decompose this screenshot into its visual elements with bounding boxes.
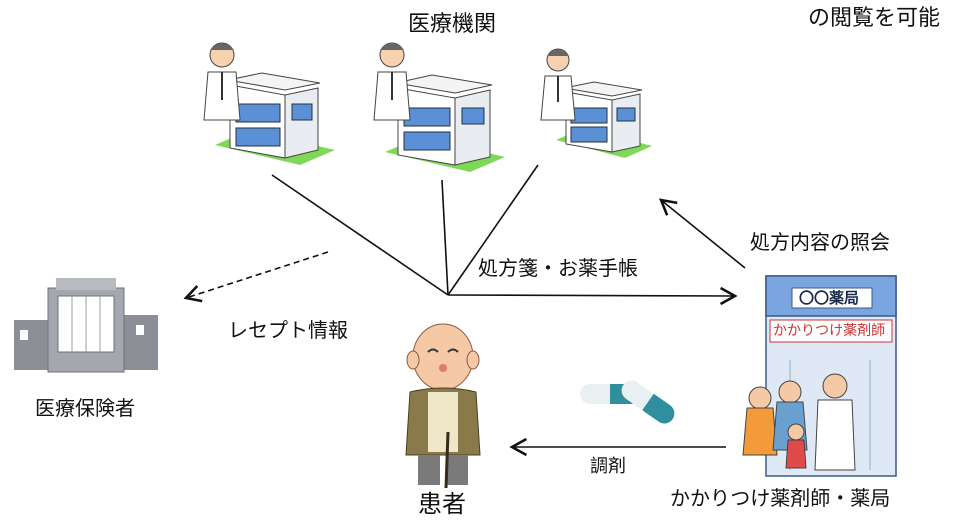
medical-institutions-label: 医療機関 bbox=[408, 12, 497, 37]
title-fragment: の閲覧を可能 bbox=[808, 6, 941, 31]
clinic-building-1 bbox=[215, 72, 335, 165]
pharmacy-sign: 〇〇薬局 bbox=[799, 289, 860, 307]
prescription-arrow bbox=[447, 286, 738, 306]
insurer-label: 医療保険者 bbox=[35, 396, 135, 420]
inquiry-arrow bbox=[658, 198, 746, 269]
pharmacy-building-icon bbox=[765, 275, 897, 477]
pharmacist-icon bbox=[814, 373, 856, 471]
inquiry-label: 処方内容の照会 bbox=[750, 230, 890, 254]
doctor-icon-1 bbox=[203, 42, 241, 121]
clinic-building-2 bbox=[385, 74, 505, 172]
elderly-patient-icon bbox=[405, 323, 481, 489]
dispensing-label: 調剤 bbox=[590, 456, 626, 477]
pharmacy-banner: かかりつけ薬剤師 bbox=[773, 323, 886, 339]
doctor-icon-2 bbox=[373, 42, 411, 121]
capsule-icon bbox=[580, 380, 675, 424]
clinic-building-3 bbox=[556, 81, 652, 158]
pharmacy-caption: かかりつけ薬剤師・薬局 bbox=[670, 486, 891, 510]
clinic1-line bbox=[271, 174, 449, 296]
insurer-building-icon bbox=[14, 278, 158, 373]
receipt-label: レセプト情報 bbox=[228, 318, 348, 342]
clinic2-line bbox=[441, 179, 449, 296]
doctor-icon-3 bbox=[540, 48, 576, 121]
clinic3-line bbox=[447, 164, 539, 296]
family-icon bbox=[742, 380, 808, 469]
patient-label: 患者 bbox=[418, 490, 466, 518]
prescription-label: 処方箋・お薬手帳 bbox=[478, 256, 638, 280]
receipt-arrow bbox=[183, 251, 329, 303]
